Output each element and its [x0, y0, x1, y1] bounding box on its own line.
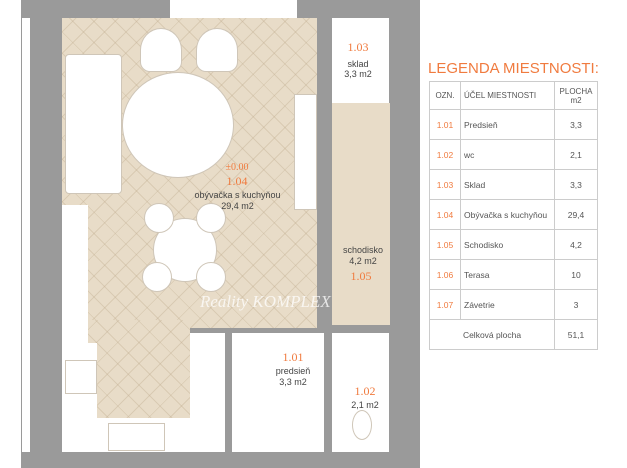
chair	[196, 203, 226, 233]
room-id: 1.02	[429, 139, 461, 170]
room-number: 1.04	[226, 174, 248, 188]
chair	[144, 203, 174, 233]
room-purpose: Obývačka s kuchyňou	[460, 199, 555, 230]
window-top	[170, 0, 297, 18]
kitchen-cabinet	[190, 333, 225, 452]
room-name: predsieň	[275, 366, 311, 376]
room-name: obývačka s kuchyňou	[194, 190, 281, 200]
room-area: 3	[554, 289, 598, 320]
watermark: Reality KOMPLEX	[200, 292, 331, 311]
room-name: sklad	[347, 59, 369, 69]
hallway	[232, 333, 324, 452]
room-area: 4,2 m2	[349, 256, 377, 266]
room-number: 1.05	[350, 269, 372, 283]
room-purpose: Schodisko	[460, 229, 555, 260]
room-area: 2,1 m2	[351, 400, 379, 410]
room-purpose: Terasa	[460, 259, 555, 290]
chair	[196, 262, 226, 292]
sofa	[65, 54, 122, 194]
room-id: 1.03	[429, 169, 461, 200]
room-id: 1.05	[429, 229, 461, 260]
room-area: 3,3	[554, 109, 598, 140]
room-id: 1.04	[429, 199, 461, 230]
toilet	[352, 410, 372, 440]
room-area: 29,4 m2	[221, 201, 254, 211]
room-id: 1.07	[429, 289, 461, 320]
armchair	[196, 28, 238, 72]
level-mark: ±0.00	[225, 162, 249, 173]
outer-wall-strip	[22, 18, 30, 452]
header-cell: ÚČEL MIESTNOSTI	[460, 81, 555, 110]
legend-title: LEGENDA MIESTNOSTI:	[428, 60, 599, 77]
round-rug	[122, 72, 234, 178]
sink	[108, 423, 165, 451]
staircase-floor	[332, 103, 390, 325]
room-number: 1.03	[347, 40, 369, 54]
room-area: 10	[554, 259, 598, 290]
room-area: 29,4	[554, 199, 598, 230]
wardrobe	[294, 94, 317, 210]
room-area: 2,1	[554, 139, 598, 170]
room-id: 1.01	[429, 109, 461, 140]
room-purpose: Závetrie	[460, 289, 555, 320]
total-area: 51,1	[554, 319, 598, 350]
header-cell: OZN.	[429, 81, 461, 110]
header-cell: PLOCHA m2	[554, 81, 598, 110]
room-area: 3,3	[554, 169, 598, 200]
storage-room	[332, 18, 389, 103]
room-number: 1.02	[354, 384, 376, 398]
room-purpose: wc	[460, 139, 555, 170]
room-purpose: Predsieň	[460, 109, 555, 140]
room-area: 3,3 m2	[344, 69, 372, 79]
room-purpose: Sklad	[460, 169, 555, 200]
total-label: Celková plocha	[429, 319, 555, 350]
room-area: 4,2	[554, 229, 598, 260]
armchair	[140, 28, 182, 72]
room-number: 1.01	[282, 350, 304, 364]
table-header: OZN. ÚČEL MIESTNOSTI PLOCHA m2	[429, 81, 598, 110]
room-area: 3,3 m2	[279, 377, 307, 387]
kitchen-floor	[88, 320, 190, 418]
cooktop	[65, 360, 97, 394]
room-id: 1.06	[429, 259, 461, 290]
chair	[142, 262, 172, 292]
room-name: schodisko	[342, 245, 384, 255]
